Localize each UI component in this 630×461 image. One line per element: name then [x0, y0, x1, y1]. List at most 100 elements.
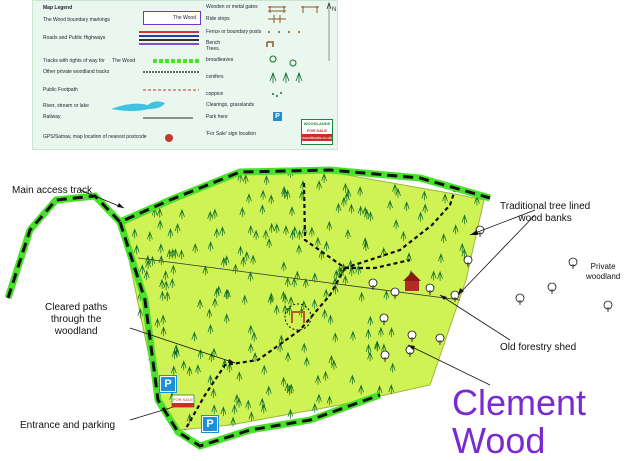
north-label: N	[332, 7, 336, 13]
broadleaf-tree-icon	[435, 333, 445, 345]
conifer-icon	[186, 365, 193, 376]
conifer-icon	[208, 351, 215, 362]
conifer-icon	[280, 376, 287, 387]
parking-sign-icon: P	[159, 375, 177, 393]
conifer-icon	[345, 228, 351, 240]
for-sale-sign-icon: FOR SALE	[171, 394, 195, 408]
legend-symbols: N	[111, 1, 336, 142]
conifer-icon	[387, 199, 393, 210]
legend-broadleaves: broadleaves	[206, 57, 234, 63]
conifer-icon	[236, 371, 243, 382]
conifer-icon	[380, 246, 387, 257]
conifer-icon	[223, 313, 230, 324]
legend-bench: Bench Trees.	[206, 40, 221, 52]
conifer-icon	[358, 384, 364, 395]
conifer-icon	[328, 354, 335, 365]
conifer-icon	[395, 187, 401, 198]
conifer-icon	[191, 331, 198, 342]
conifer-icon	[316, 180, 322, 191]
conifer-icon	[158, 255, 165, 266]
conifer-icon	[452, 224, 459, 235]
broadleaf-tree-icon	[515, 293, 525, 305]
legend-tracks: Tracks with rights of way for The Wood	[43, 58, 135, 64]
conifer-icon	[137, 307, 144, 318]
wood-area	[121, 169, 485, 431]
conifer-icon	[389, 362, 396, 373]
legend-logo-bottom: woodlands.co.uk	[302, 134, 332, 141]
conifer-icon	[167, 227, 174, 238]
conifer-icon	[287, 408, 294, 419]
conifer-icon	[348, 203, 355, 214]
conifer-icon	[388, 384, 395, 395]
conifer-icon	[192, 242, 199, 254]
legend-gps: GPS/Satnav, map location of nearest post…	[43, 134, 147, 140]
conifer-icon	[206, 308, 213, 319]
river-symbol	[111, 101, 165, 111]
conifer-icon	[335, 202, 342, 213]
conifer-icon	[291, 277, 298, 288]
conifer-icon	[440, 233, 447, 244]
conifer-icon	[374, 340, 380, 351]
conifer-icon	[422, 203, 428, 214]
conifer-icon	[284, 382, 291, 393]
conifer-icon	[309, 226, 315, 237]
conifer-icon	[367, 211, 374, 222]
conifer-icon	[159, 290, 166, 301]
legend-park-icon: P	[273, 112, 282, 121]
conifer-icon	[156, 207, 163, 218]
conifer-icon	[315, 374, 321, 385]
conifer-icon	[392, 183, 398, 194]
legend-footpath: Public Footpath	[43, 87, 78, 93]
conifer-icon	[158, 243, 164, 254]
road-symbol	[139, 31, 199, 45]
conifer-icon	[250, 254, 256, 265]
conifer-icon	[437, 270, 443, 281]
legend-gates: Wooden or metal gates	[206, 4, 258, 10]
clearing-marker	[284, 303, 312, 331]
coppice-icon	[272, 92, 282, 97]
conifer-icon	[273, 223, 280, 234]
conifer-icon	[322, 370, 329, 381]
conifer-icon	[252, 351, 258, 362]
conifer-icon	[259, 204, 266, 215]
map-legend: Map Legend The Wood boundary markings Th…	[32, 0, 338, 150]
conifer-icon	[365, 328, 372, 339]
conifer-icon	[231, 404, 238, 415]
legend-railway: Railway	[43, 114, 61, 120]
conifer-icon	[296, 244, 302, 255]
conifer-icon	[294, 270, 301, 281]
conifer-icon	[323, 288, 329, 299]
conifer-icon	[157, 219, 163, 230]
conifer-icon	[268, 222, 275, 233]
broadleaf-icon	[269, 55, 297, 67]
conifer-icon	[268, 292, 275, 303]
conifer-icon	[442, 193, 448, 204]
conifer-icon	[162, 270, 169, 281]
conifer-icon	[179, 208, 185, 219]
conifer-icon	[283, 225, 289, 236]
conifer-icon	[358, 291, 365, 302]
conifer-icon	[248, 411, 255, 422]
conifer-icon	[173, 344, 179, 355]
conifer-icon	[336, 265, 343, 276]
conifer-icon	[323, 240, 330, 251]
conifer-icon	[363, 240, 369, 251]
conifer-icon	[230, 416, 236, 427]
conifer-icon	[357, 186, 363, 197]
conifer-icon	[269, 71, 303, 83]
callout-arrowheads	[117, 203, 478, 406]
legend-conifers: conifers	[206, 74, 224, 80]
conifer-icon	[273, 304, 280, 315]
legend-coppice: coppice	[206, 91, 224, 97]
conifer-icon	[364, 209, 370, 220]
conifer-icon	[172, 248, 179, 259]
conifer-icon	[207, 374, 214, 385]
conifer-icon	[263, 174, 270, 185]
conifer-icon	[281, 261, 287, 272]
conifer-icon	[241, 294, 248, 305]
conifer-icon	[299, 190, 305, 201]
conifer-icon	[376, 384, 383, 396]
conifer-icon	[202, 265, 209, 276]
legend-logo: WOODLANDS FOR SALE woodlands.co.uk	[301, 119, 333, 145]
conifer-icon	[321, 308, 328, 319]
